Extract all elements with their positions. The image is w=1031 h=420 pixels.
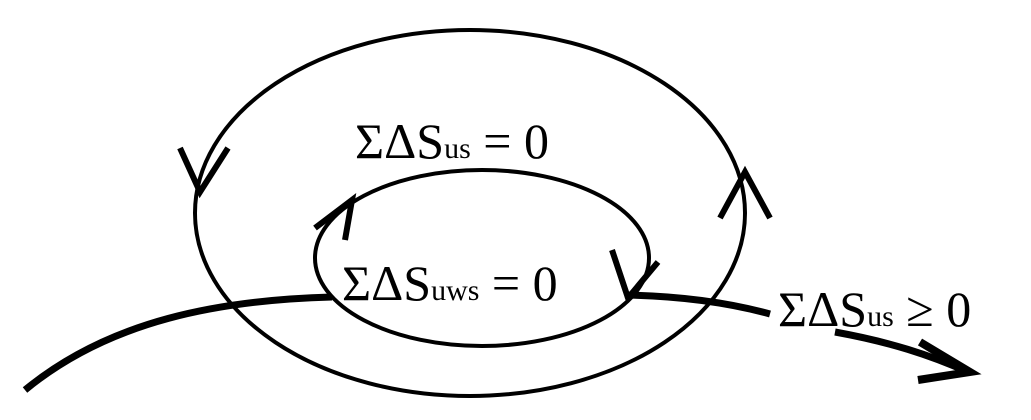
- arrow-down-icon: [177, 146, 231, 199]
- arrow-up-icon: [717, 165, 773, 220]
- arrowhead-icon: [917, 338, 982, 384]
- outer-cycle-label: ΣΔSus = 0: [355, 113, 549, 169]
- irreversible-path-left: [22, 293, 333, 393]
- irreversible-label: ΣΔSus ≥ 0: [778, 281, 971, 337]
- inner-cycle-ellipse: [313, 168, 651, 348]
- irreversible-path-arrow: [834, 328, 970, 376]
- arrow-up-icon: [313, 193, 357, 241]
- inner-cycle-label: ΣΔSuws = 0: [342, 255, 558, 311]
- arrow-down-icon: [609, 249, 661, 305]
- outer-cycle-ellipse: [193, 28, 747, 398]
- irreversible-path-right: [624, 291, 771, 318]
